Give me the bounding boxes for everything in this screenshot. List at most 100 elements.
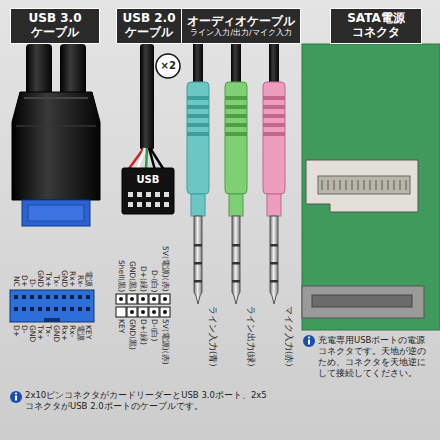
audio-plug [225, 82, 247, 194]
usb3-header-pins [86, 295, 90, 299]
usb3-header [10, 290, 94, 322]
audio-plug [194, 262, 202, 265]
pin-label: KEY [85, 325, 93, 339]
sata-board [312, 295, 412, 307]
usb3-header-pins [78, 295, 82, 299]
sata-pins [369, 180, 371, 190]
audio-plug [270, 280, 278, 283]
usb2-header-pins [119, 297, 123, 301]
audio-plug [267, 194, 281, 216]
heading-box: SATA電源 コネクタ [330, 8, 422, 44]
pin-label: D- [21, 325, 29, 333]
usb3-header-pins [22, 307, 26, 311]
usb3-header [44, 318, 60, 322]
audio-plug [225, 96, 247, 100]
usb2-header-pins [160, 294, 170, 304]
note-text: 2x10ピンコネクタがカードリーダーとUSB 3.0ポート、2x5コネクタがUS… [25, 390, 275, 412]
usb2-header-pins [149, 294, 159, 304]
sata-board [318, 176, 410, 194]
usb2-header-holes [128, 192, 169, 207]
usb2-header-pins [130, 297, 134, 301]
sata-pins [321, 180, 323, 190]
audio-plug [232, 216, 240, 304]
pin-label: D+ [13, 325, 21, 337]
audio-plug [232, 280, 240, 283]
usb2-header-holes [128, 192, 133, 197]
usb2-header-pins [116, 294, 126, 304]
usb2-header-holes [146, 202, 151, 207]
usb3-header-pins [78, 307, 82, 311]
audio-plug [187, 132, 209, 136]
pin-label: KEY [118, 319, 126, 333]
audio-plug [187, 114, 209, 118]
usb2-header-pins [163, 297, 167, 301]
usb2-cable [122, 44, 180, 214]
sata-board [306, 160, 418, 212]
usb3-header-pins [38, 307, 42, 311]
audio-plug [225, 105, 247, 109]
sata-pins [339, 180, 341, 190]
pin-label: 5V(電源)(赤) [162, 246, 170, 292]
pin-label: Tx- [53, 275, 61, 287]
audio-plug [270, 262, 278, 265]
usb3-header-pins [70, 307, 74, 311]
usb3-header-pins [54, 307, 58, 311]
note-text: 充電専用USBポートの電源コネクタです。天地が逆のため、コネクタを天地逆にして接… [318, 335, 434, 379]
pin-label: 電源 [85, 271, 93, 287]
audio-plug [187, 123, 209, 127]
usb2-cable [122, 168, 174, 214]
audio-plug [187, 82, 209, 194]
usb2-cable [156, 54, 180, 78]
pin-label: Tx+ [45, 272, 53, 287]
sata-pins [357, 180, 359, 190]
audio-plug [187, 96, 209, 100]
sata-board [302, 286, 424, 318]
sata-pins [351, 180, 353, 190]
audio-plug [194, 280, 202, 283]
sata-board [302, 44, 440, 330]
heading-box: USB 3.0 ケーブル [10, 8, 100, 44]
usb2-header-holes [137, 192, 142, 197]
pin-label: Tx+ [37, 325, 45, 340]
usb2-header-holes [146, 192, 151, 197]
sata-pins [405, 180, 407, 190]
audio-plug [270, 216, 278, 304]
usb3-header-pins [62, 295, 66, 299]
audio-plug [263, 123, 285, 127]
usb3-header-pins [70, 295, 74, 299]
pin-label: GND [37, 270, 45, 287]
pin-label: D-(白) [151, 319, 159, 341]
audio-plug [269, 44, 279, 84]
pin-label: Tx- [45, 325, 53, 337]
pin-label: ライン入力(青) [208, 306, 217, 367]
usb3-cable [22, 200, 90, 226]
usb3-header-pins [46, 295, 50, 299]
usb2-header-holes [155, 202, 160, 207]
sata-pins [393, 180, 395, 190]
heading-box: オーディオケーブルライン入力/出力/マイク入力 [181, 8, 301, 44]
audio-plug [187, 105, 209, 109]
usb2-header-pins [152, 297, 156, 301]
usb3-cable [12, 92, 100, 200]
heading-text: USB 3.0 ケーブル [28, 12, 82, 40]
audio-plug [225, 132, 247, 136]
usb2-header-pins [127, 294, 137, 304]
sata-pins [333, 180, 335, 190]
sata-pins [363, 180, 365, 190]
audio-plug [270, 244, 278, 247]
usb3-header-pins [86, 307, 90, 311]
usb2-header-pins [138, 294, 148, 304]
info-icon [308, 340, 310, 345]
pin-label: GND [29, 325, 37, 342]
heading-text: オーディオケーブル [187, 15, 295, 29]
usb2-header-holes [128, 202, 133, 207]
info-icon [303, 335, 315, 347]
usb2-header-pins [127, 307, 137, 317]
pin-label: D-(白) [151, 270, 159, 292]
usb2-header-pins [160, 307, 170, 317]
heading-box: USB 2.0 ケーブル [116, 8, 182, 44]
info-icon [15, 392, 17, 394]
audio-plug [194, 244, 202, 247]
